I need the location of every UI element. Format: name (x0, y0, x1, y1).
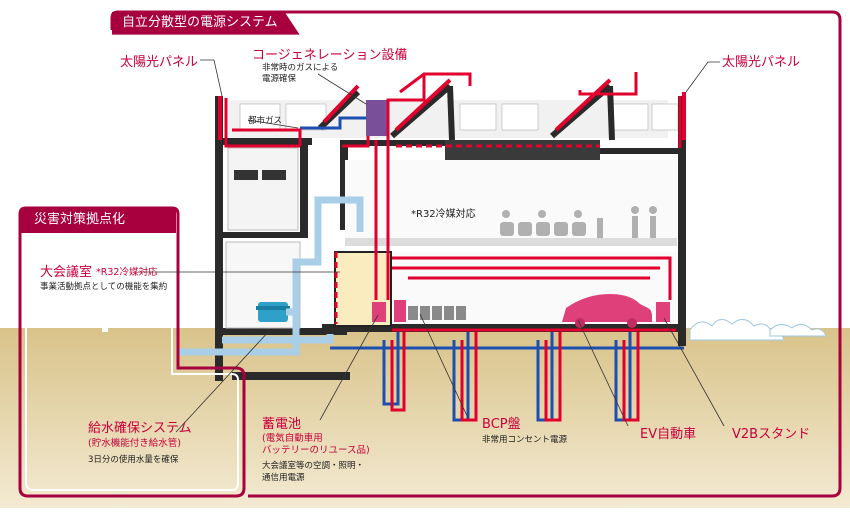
bcp-panel-icon-2 (372, 302, 386, 322)
label-solar-panel-right: 太陽光パネル (722, 55, 801, 70)
cooling-units (234, 170, 286, 180)
label-meeting-r32: *R32冷媒対応 (96, 267, 158, 278)
leader-lines (138, 59, 725, 433)
battery-icons (408, 306, 466, 320)
disaster-title-tab: 災害対策拠点化 (20, 208, 176, 233)
bcp-panel-icon (394, 300, 406, 322)
label-r32-upper: *R32冷媒対応 (411, 209, 476, 220)
label-ev-car: EV自動車 (640, 427, 697, 442)
label-cogeneration: コージェネレーション設備 (252, 48, 408, 63)
solar-panel-lines (218, 78, 686, 140)
battery-note-1: 大会議室等の空調・照明・ (262, 461, 365, 471)
battery-note-2: 通信用電源 (262, 473, 305, 483)
water-note: 3日分の使用水量を確保 (88, 455, 179, 465)
label-city-gas: 都市ガス (248, 116, 283, 126)
meeting-room-note: 事業活動拠点としての機能を集約 (40, 282, 168, 292)
v2b-stand-icon (656, 302, 670, 322)
bcp-note: 非常用コンセント電源 (482, 435, 568, 445)
disaster-frame-inner (25, 231, 239, 491)
label-battery-sub-2: バッテリーのリユース品) (262, 445, 370, 456)
water-tank (258, 302, 288, 322)
water-tank-shade (256, 306, 290, 310)
building-structure (215, 96, 686, 381)
label-battery-sub-1: (電気自動車用 (262, 433, 323, 444)
system-title-tab: 自立分散型の電源システム (112, 12, 300, 35)
cogeneration-note-1: 非常時のガスによる (262, 63, 339, 73)
label-v2b-stand: V2Bスタンド (732, 427, 811, 442)
label-meeting-room: 大会議室 (40, 265, 93, 280)
water-pipes (178, 196, 364, 356)
label-water-system: 給水確保システム (88, 421, 192, 436)
label-water-sub: (貯水機能付き給水管) (88, 438, 181, 449)
upper-hall-floor (345, 238, 677, 246)
bush-icon (689, 319, 827, 341)
power-line-dashed (334, 144, 600, 324)
tree-icon (88, 243, 122, 332)
ev-car-icon (562, 294, 652, 322)
roof-windows (239, 103, 679, 131)
label-battery: 蓄電池 (262, 417, 302, 432)
left-room-upper (227, 147, 299, 231)
office-people-icons (500, 206, 657, 238)
cogeneration-note-2: 電源確保 (262, 74, 297, 84)
label-solar-panel-left: 太陽光パネル (120, 55, 199, 70)
label-bcp-panel: BCP盤 (482, 417, 521, 432)
ground (0, 328, 850, 508)
power-lines (224, 72, 682, 422)
cogeneration-unit-icon (366, 100, 388, 136)
